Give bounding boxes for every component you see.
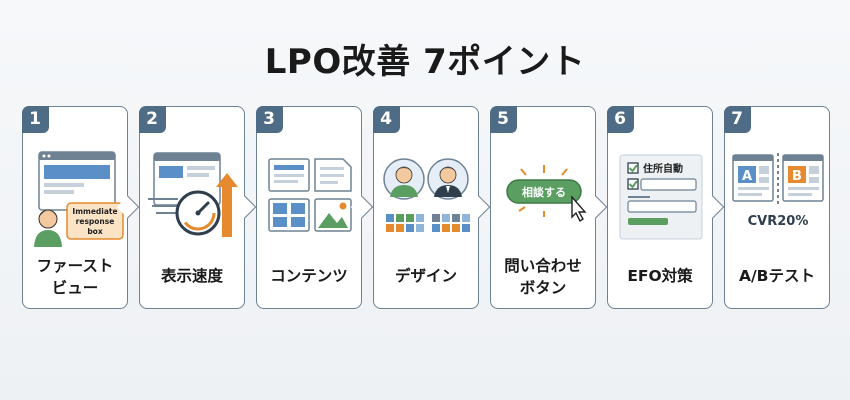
cursor-icon [571,195,587,223]
efo-form-illustration: 住所自動 [619,154,703,240]
point-card-ab-test: 7 A B CVR20% A/Bテスト [723,105,830,309]
ab-test-illustration: A B CVR20% [732,153,824,229]
form-field-label: 住所自動 [643,162,683,175]
bubble-line-3: box [87,227,103,236]
page-title: LPO改善 7ポイント [264,42,586,82]
point-card-inquiry-button: 5 相談する 問い合わせ ボタン [489,105,608,309]
point-number-badge: 3 [255,105,283,133]
variant-a-label: A [742,169,752,184]
bubble-line-1: Immediate [72,207,117,216]
point-label: ファースト ビュー [36,257,114,297]
point-number-badge: 2 [138,105,166,133]
point-number-badge: 5 [489,105,517,133]
variant-b-label: B [792,169,802,184]
inquiry-button-illustration: 相談する [506,165,587,223]
point-label: デザイン [394,267,457,285]
point-card-design: 4 デザイン [372,105,491,309]
point-card-display-speed: 2 表示速度 [138,105,257,309]
cvr-metric: CVR20% [748,214,809,229]
point-label: 問い合わせ ボタン [504,257,582,297]
point-number-badge: 1 [21,105,49,133]
display-speed-illustration [148,152,238,237]
first-view-illustration: Immediate response box [34,151,124,247]
bubble-line-2: response [76,217,115,226]
point-label: EFO対策 [627,267,693,285]
point-number-badge: 6 [606,105,634,133]
point-number-badge: 4 [372,105,400,133]
cta-button-text: 相談する [522,185,566,199]
points-row: 1 Immediate response box ファースト ビュー 2 [21,105,830,311]
content-illustration [268,158,352,232]
point-number-badge: 7 [723,105,751,133]
point-label: A/Bテスト [739,267,815,285]
point-label: 表示速度 [160,267,223,285]
point-card-efo: 6 住所自動 EFO対策 [606,105,725,309]
point-card-first-view: 1 Immediate response box ファースト ビュー [21,105,140,309]
design-illustration [383,158,470,232]
point-card-content: 3 コンテンツ [255,105,374,309]
point-label: コンテンツ [270,267,348,285]
